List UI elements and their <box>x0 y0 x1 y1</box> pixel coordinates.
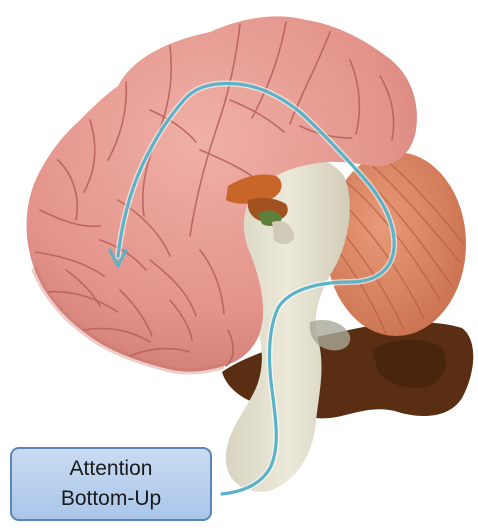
label-line-2: Bottom-Up <box>61 484 161 514</box>
label-line-1: Attention <box>70 454 153 484</box>
attention-bottom-up-label: Attention Bottom-Up <box>10 447 212 521</box>
